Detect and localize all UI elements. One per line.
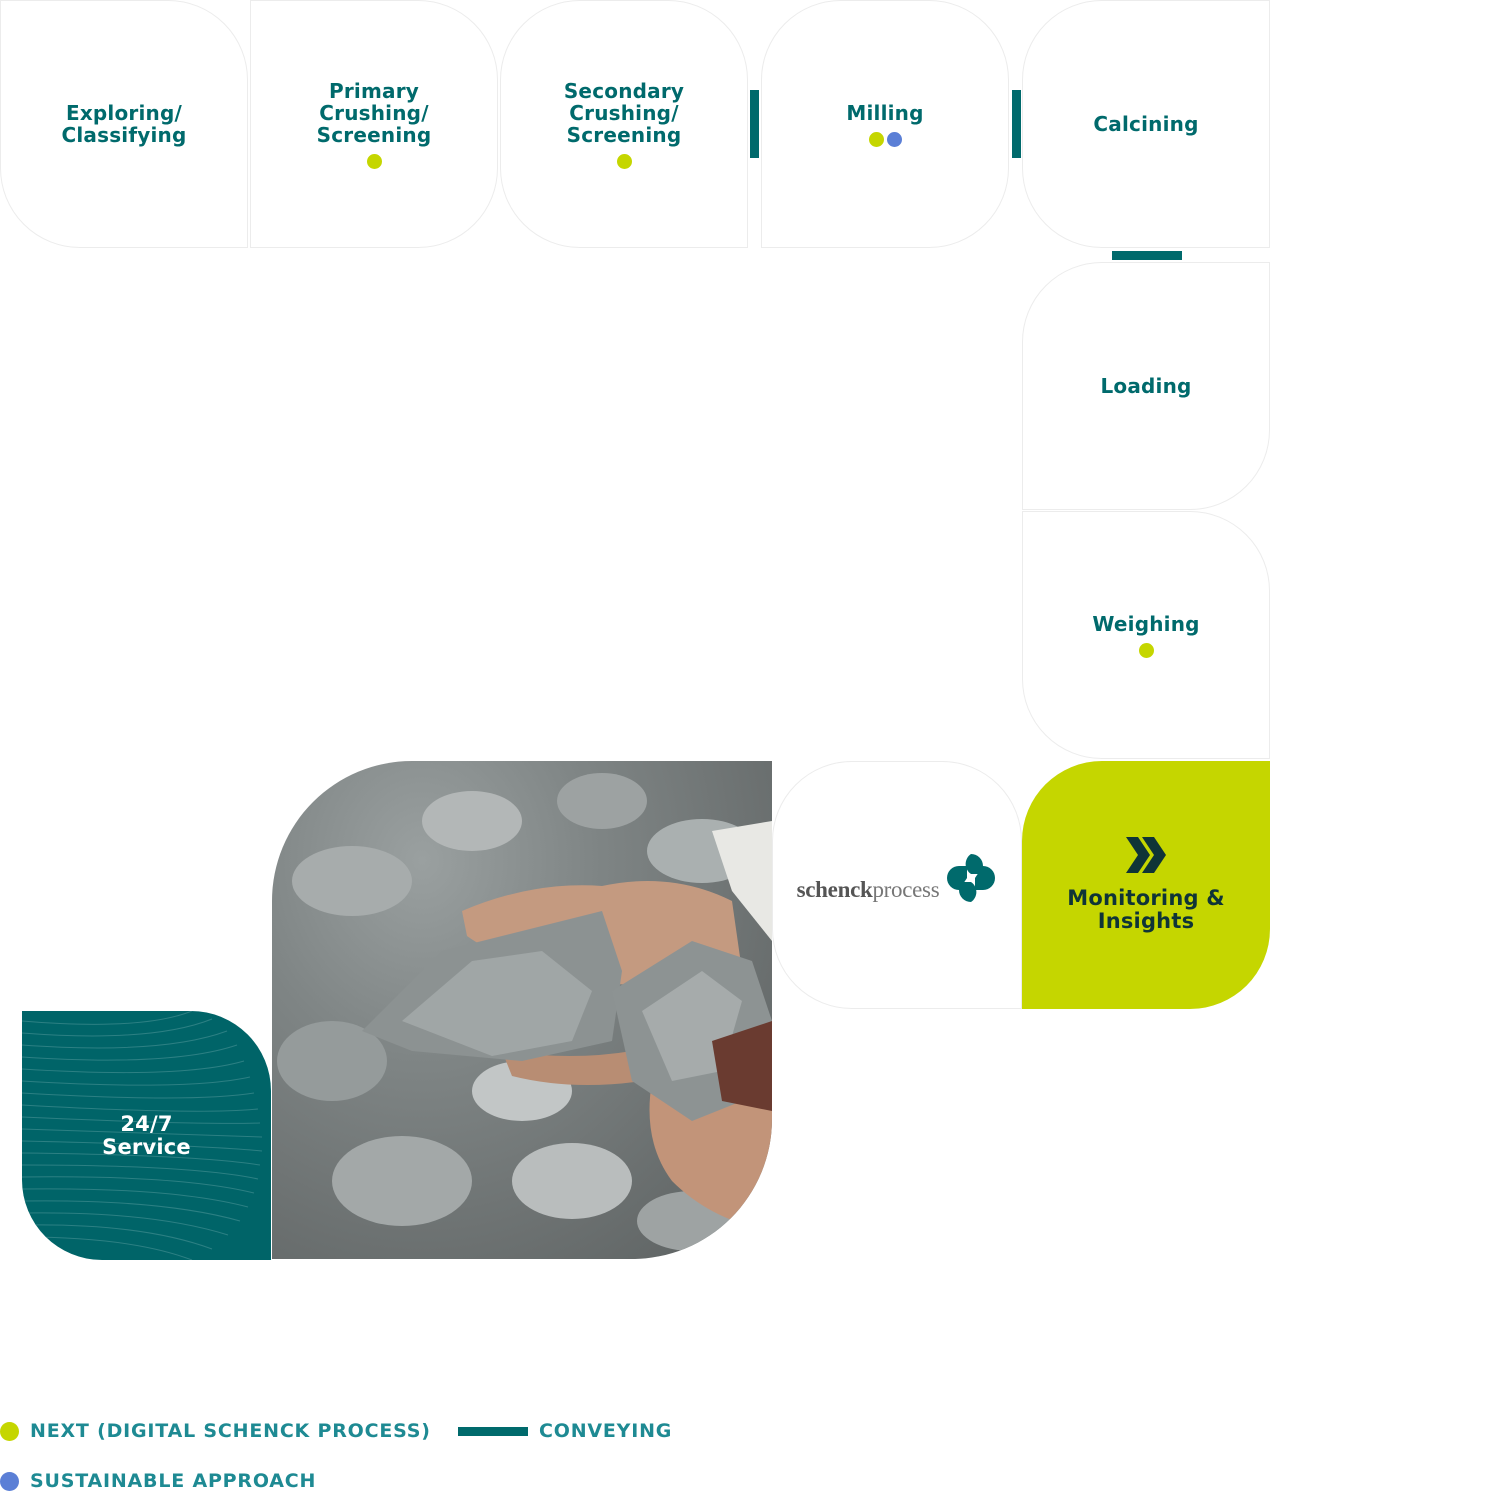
blue-dot-icon xyxy=(0,1471,19,1491)
brand-wordmark: schenckprocess xyxy=(796,877,940,902)
service-tile[interactable]: 24/7 Service xyxy=(22,1011,271,1260)
step-secondary-crushing[interactable]: Secondary Crushing/ Screening xyxy=(500,0,748,248)
step-dots xyxy=(868,131,902,147)
step-label: Milling xyxy=(846,100,924,125)
step-loading[interactable]: Loading xyxy=(1022,262,1270,510)
step-dots xyxy=(616,153,632,169)
conveyor-segment xyxy=(1112,251,1182,260)
step-weighing[interactable]: Weighing xyxy=(1022,511,1270,759)
step-label: Calcining xyxy=(1093,112,1199,136)
schenck-process-logo-icon xyxy=(947,854,996,902)
service-label: 24/7 Service xyxy=(102,1111,191,1159)
lime-dot-icon xyxy=(1138,642,1154,658)
step-label: Loading xyxy=(1100,374,1192,398)
legend-sustainable: SUSTAINABLE APPROACH xyxy=(0,1470,316,1492)
legend-next: NEXT (DIGITAL SCHENCK PROCESS) xyxy=(0,1420,431,1442)
step-milling[interactable]: Milling xyxy=(761,0,1009,248)
step-label: Weighing xyxy=(1092,611,1200,636)
step-primary-crushing[interactable]: Primary Crushing/ Screening xyxy=(250,0,498,248)
lime-dot-icon xyxy=(868,131,884,147)
brand-logo-tile: schenckprocess xyxy=(772,761,1022,1009)
step-calcining[interactable]: Calcining xyxy=(1022,0,1270,248)
conveyor-bar-icon xyxy=(458,1426,528,1436)
double-chevron-right-icon xyxy=(1126,837,1166,873)
wave-pattern xyxy=(22,1011,263,1260)
step-dots xyxy=(1138,642,1154,658)
blue-dot-icon xyxy=(886,131,902,147)
monitoring-insights-tile[interactable]: Monitoring & Insights xyxy=(1022,761,1270,1009)
stone-photo xyxy=(272,761,772,1259)
stone-photo-illustration xyxy=(277,773,772,1251)
legend-conveying: CONVEYING xyxy=(458,1420,672,1442)
monitoring-label: Monitoring & Insights xyxy=(1067,886,1225,933)
step-label: Secondary Crushing/ Screening xyxy=(563,78,685,147)
conveyor-segment xyxy=(1012,90,1021,158)
conveyor-segment xyxy=(750,90,759,158)
step-label: Primary Crushing/ Screening xyxy=(316,78,432,147)
lime-dot-icon xyxy=(366,153,382,169)
lime-dot-icon xyxy=(616,153,632,169)
step-label: Exploring/ Classifying xyxy=(61,101,187,147)
step-exploring-classifying[interactable]: Exploring/ Classifying xyxy=(0,0,248,248)
step-dots xyxy=(366,153,382,169)
lime-dot-icon xyxy=(0,1421,19,1441)
